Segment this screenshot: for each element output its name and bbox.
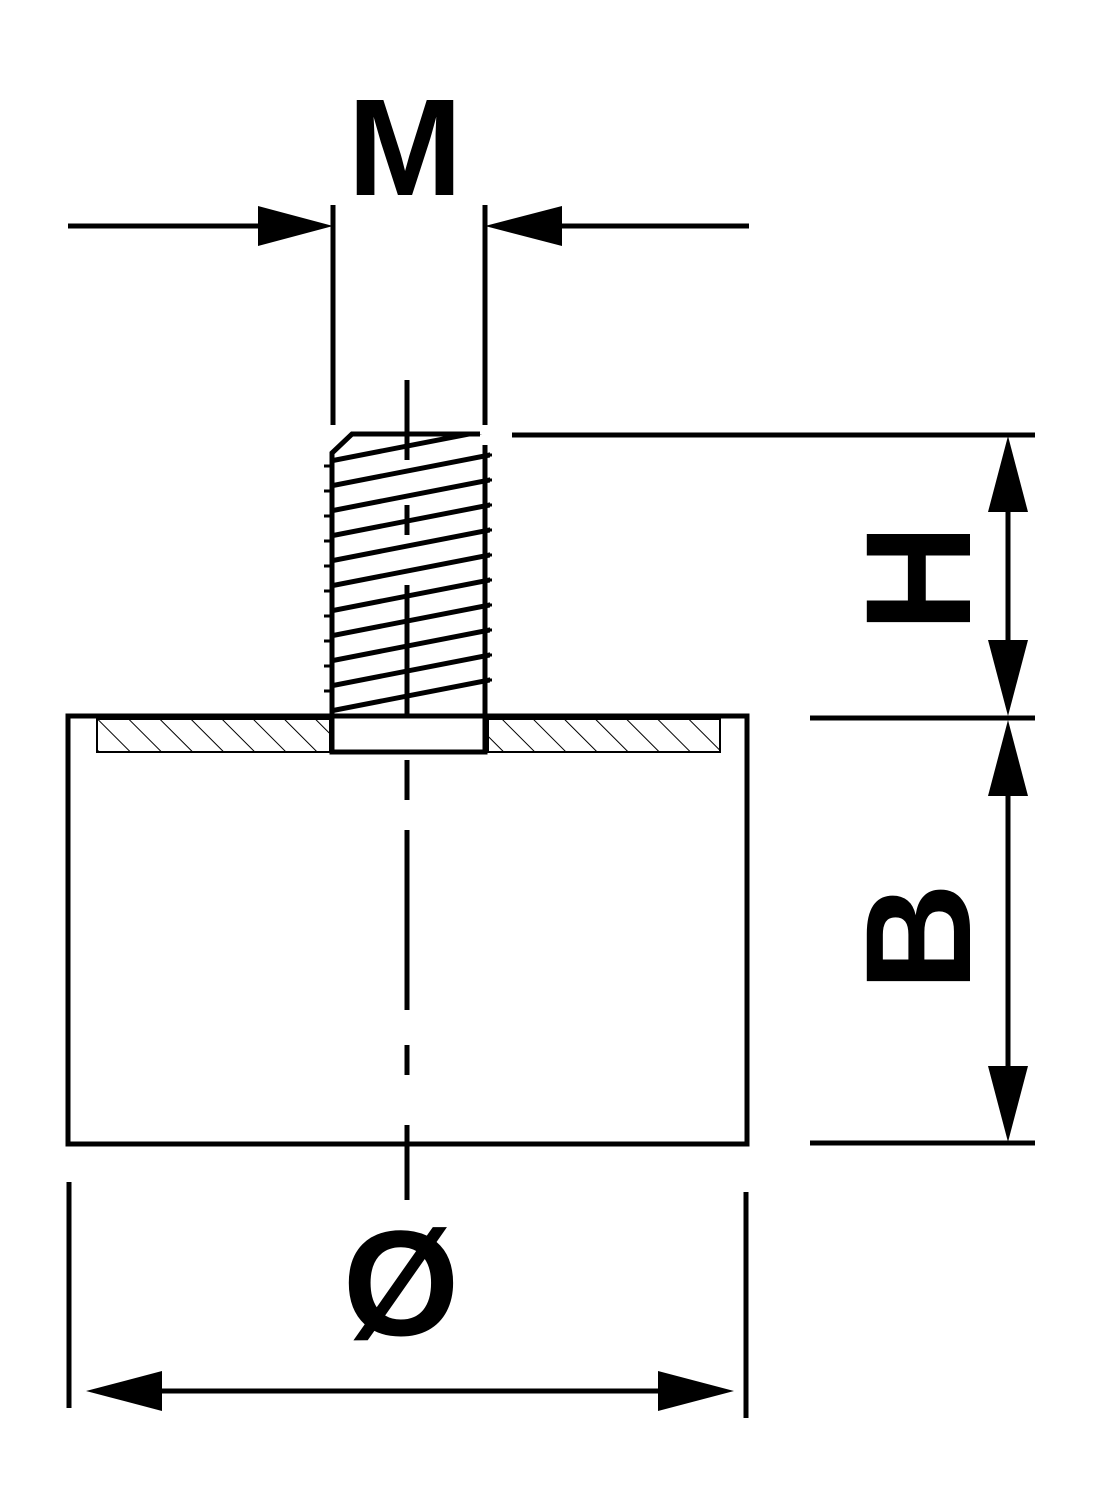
arrowhead-m-right xyxy=(485,206,562,246)
dimension-m: M xyxy=(68,71,749,425)
threaded-stud xyxy=(324,431,492,715)
stud-base xyxy=(329,713,488,755)
dimension-b: B xyxy=(810,720,1035,1146)
dimension-label-diameter: Ø xyxy=(343,1199,460,1367)
dimension-label-h: H xyxy=(834,524,1002,632)
arrowhead-diameter-right xyxy=(658,1371,734,1411)
arrowhead-b-top xyxy=(988,720,1028,796)
thread-crests xyxy=(324,453,492,693)
arrowhead-diameter-left xyxy=(86,1371,162,1411)
thread-lines xyxy=(332,434,490,715)
dimension-h: H xyxy=(512,432,1035,721)
dimension-diameter: Ø xyxy=(66,1182,749,1418)
arrowhead-b-bottom xyxy=(988,1066,1028,1142)
arrowhead-h-bottom xyxy=(988,640,1028,716)
hatched-recess xyxy=(96,718,721,753)
dimension-label-b: B xyxy=(834,883,1002,991)
dimension-label-m: M xyxy=(348,71,463,225)
arrowhead-h-top xyxy=(988,436,1028,512)
arrowhead-m-left xyxy=(258,206,333,246)
